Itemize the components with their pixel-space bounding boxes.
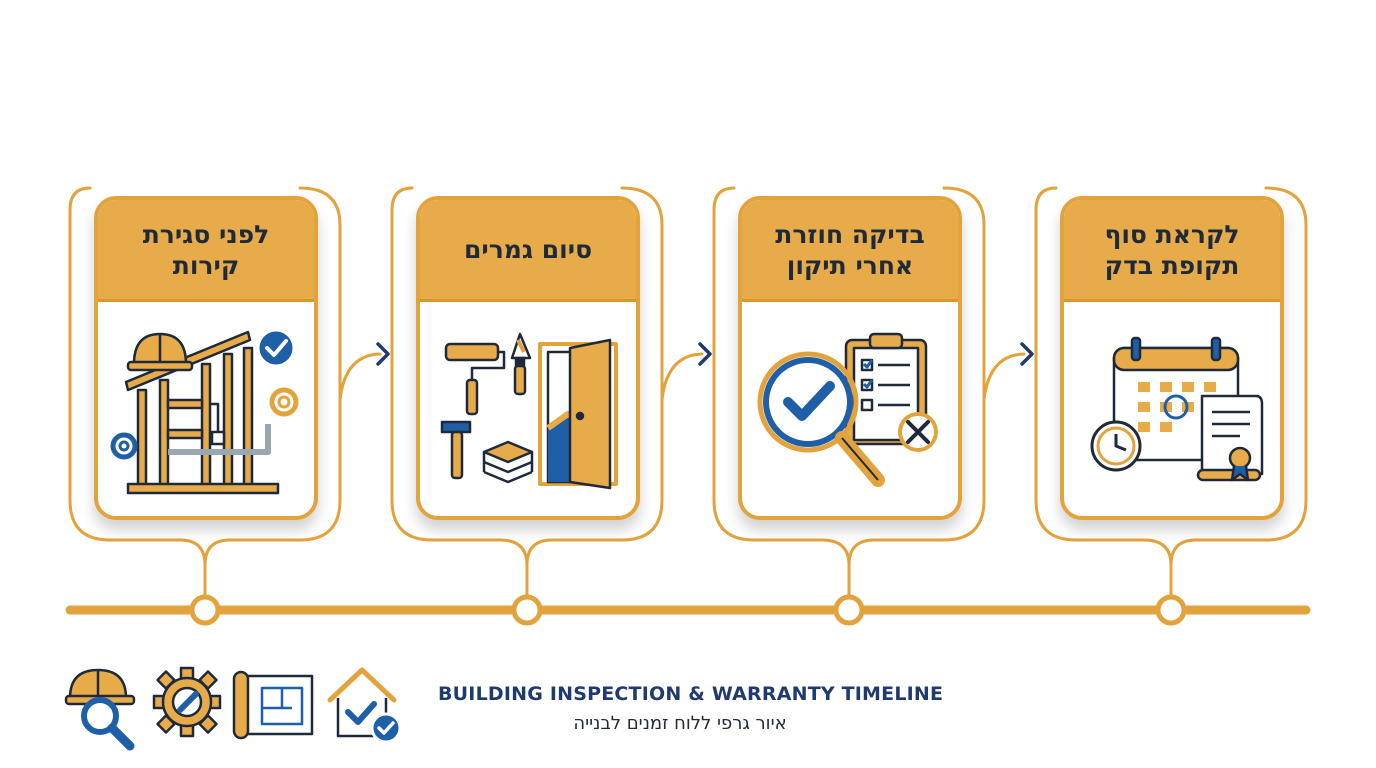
stage-card-1-header: לפני סגירת קירות (98, 200, 314, 302)
stage-card-2-header: סיום גמרים (420, 200, 636, 302)
card-frame-1 (68, 186, 207, 602)
stage-card-4-title: לקראת סוף תקופת בדק (1104, 219, 1240, 280)
stage-card-3-header: בדיקה חוזרת אחרי תיקון (742, 200, 958, 302)
finishing-tools-icon (440, 332, 618, 490)
stage-card-1-title: לפני סגירת קירות (142, 219, 270, 280)
card-frame-2 (390, 186, 529, 602)
stage-card-2-title: סיום גמרים (463, 235, 593, 264)
stage-card-4: לקראת סוף תקופת בדק (1060, 196, 1284, 520)
checklist-magnifier-icon (757, 332, 938, 487)
gear-wrench-icon (152, 666, 222, 738)
timeline-nodes (189, 594, 1187, 626)
building-frame-inspection-icon (110, 328, 299, 495)
arrow-2 (698, 342, 712, 366)
stage-card-1: לפני סגירת קירות (94, 196, 318, 520)
stage-card-3: בדיקה חוזרת אחרי תיקון (738, 196, 962, 520)
stage-card-2: סיום גמרים (416, 196, 640, 520)
hardhat-search-icon (64, 668, 136, 751)
blueprint-icon (232, 670, 314, 740)
footer-subtitle: איור גרפי ללוח זמנים לבנייה (573, 713, 787, 734)
stage-card-3-title: בדיקה חוזרת אחרי תיקון (775, 219, 925, 280)
calendar-warranty-icon (1090, 336, 1264, 482)
card-frame-3 (712, 186, 851, 602)
card-frame-4 (1034, 186, 1173, 602)
arrow-3 (1020, 342, 1034, 366)
stage-card-4-header: לקראת סוף תקופת בדק (1064, 200, 1280, 302)
house-check-icon (327, 667, 402, 744)
footer-title: BUILDING INSPECTION & WARRANTY TIMELINE (438, 683, 944, 705)
arrow-1 (376, 342, 390, 366)
